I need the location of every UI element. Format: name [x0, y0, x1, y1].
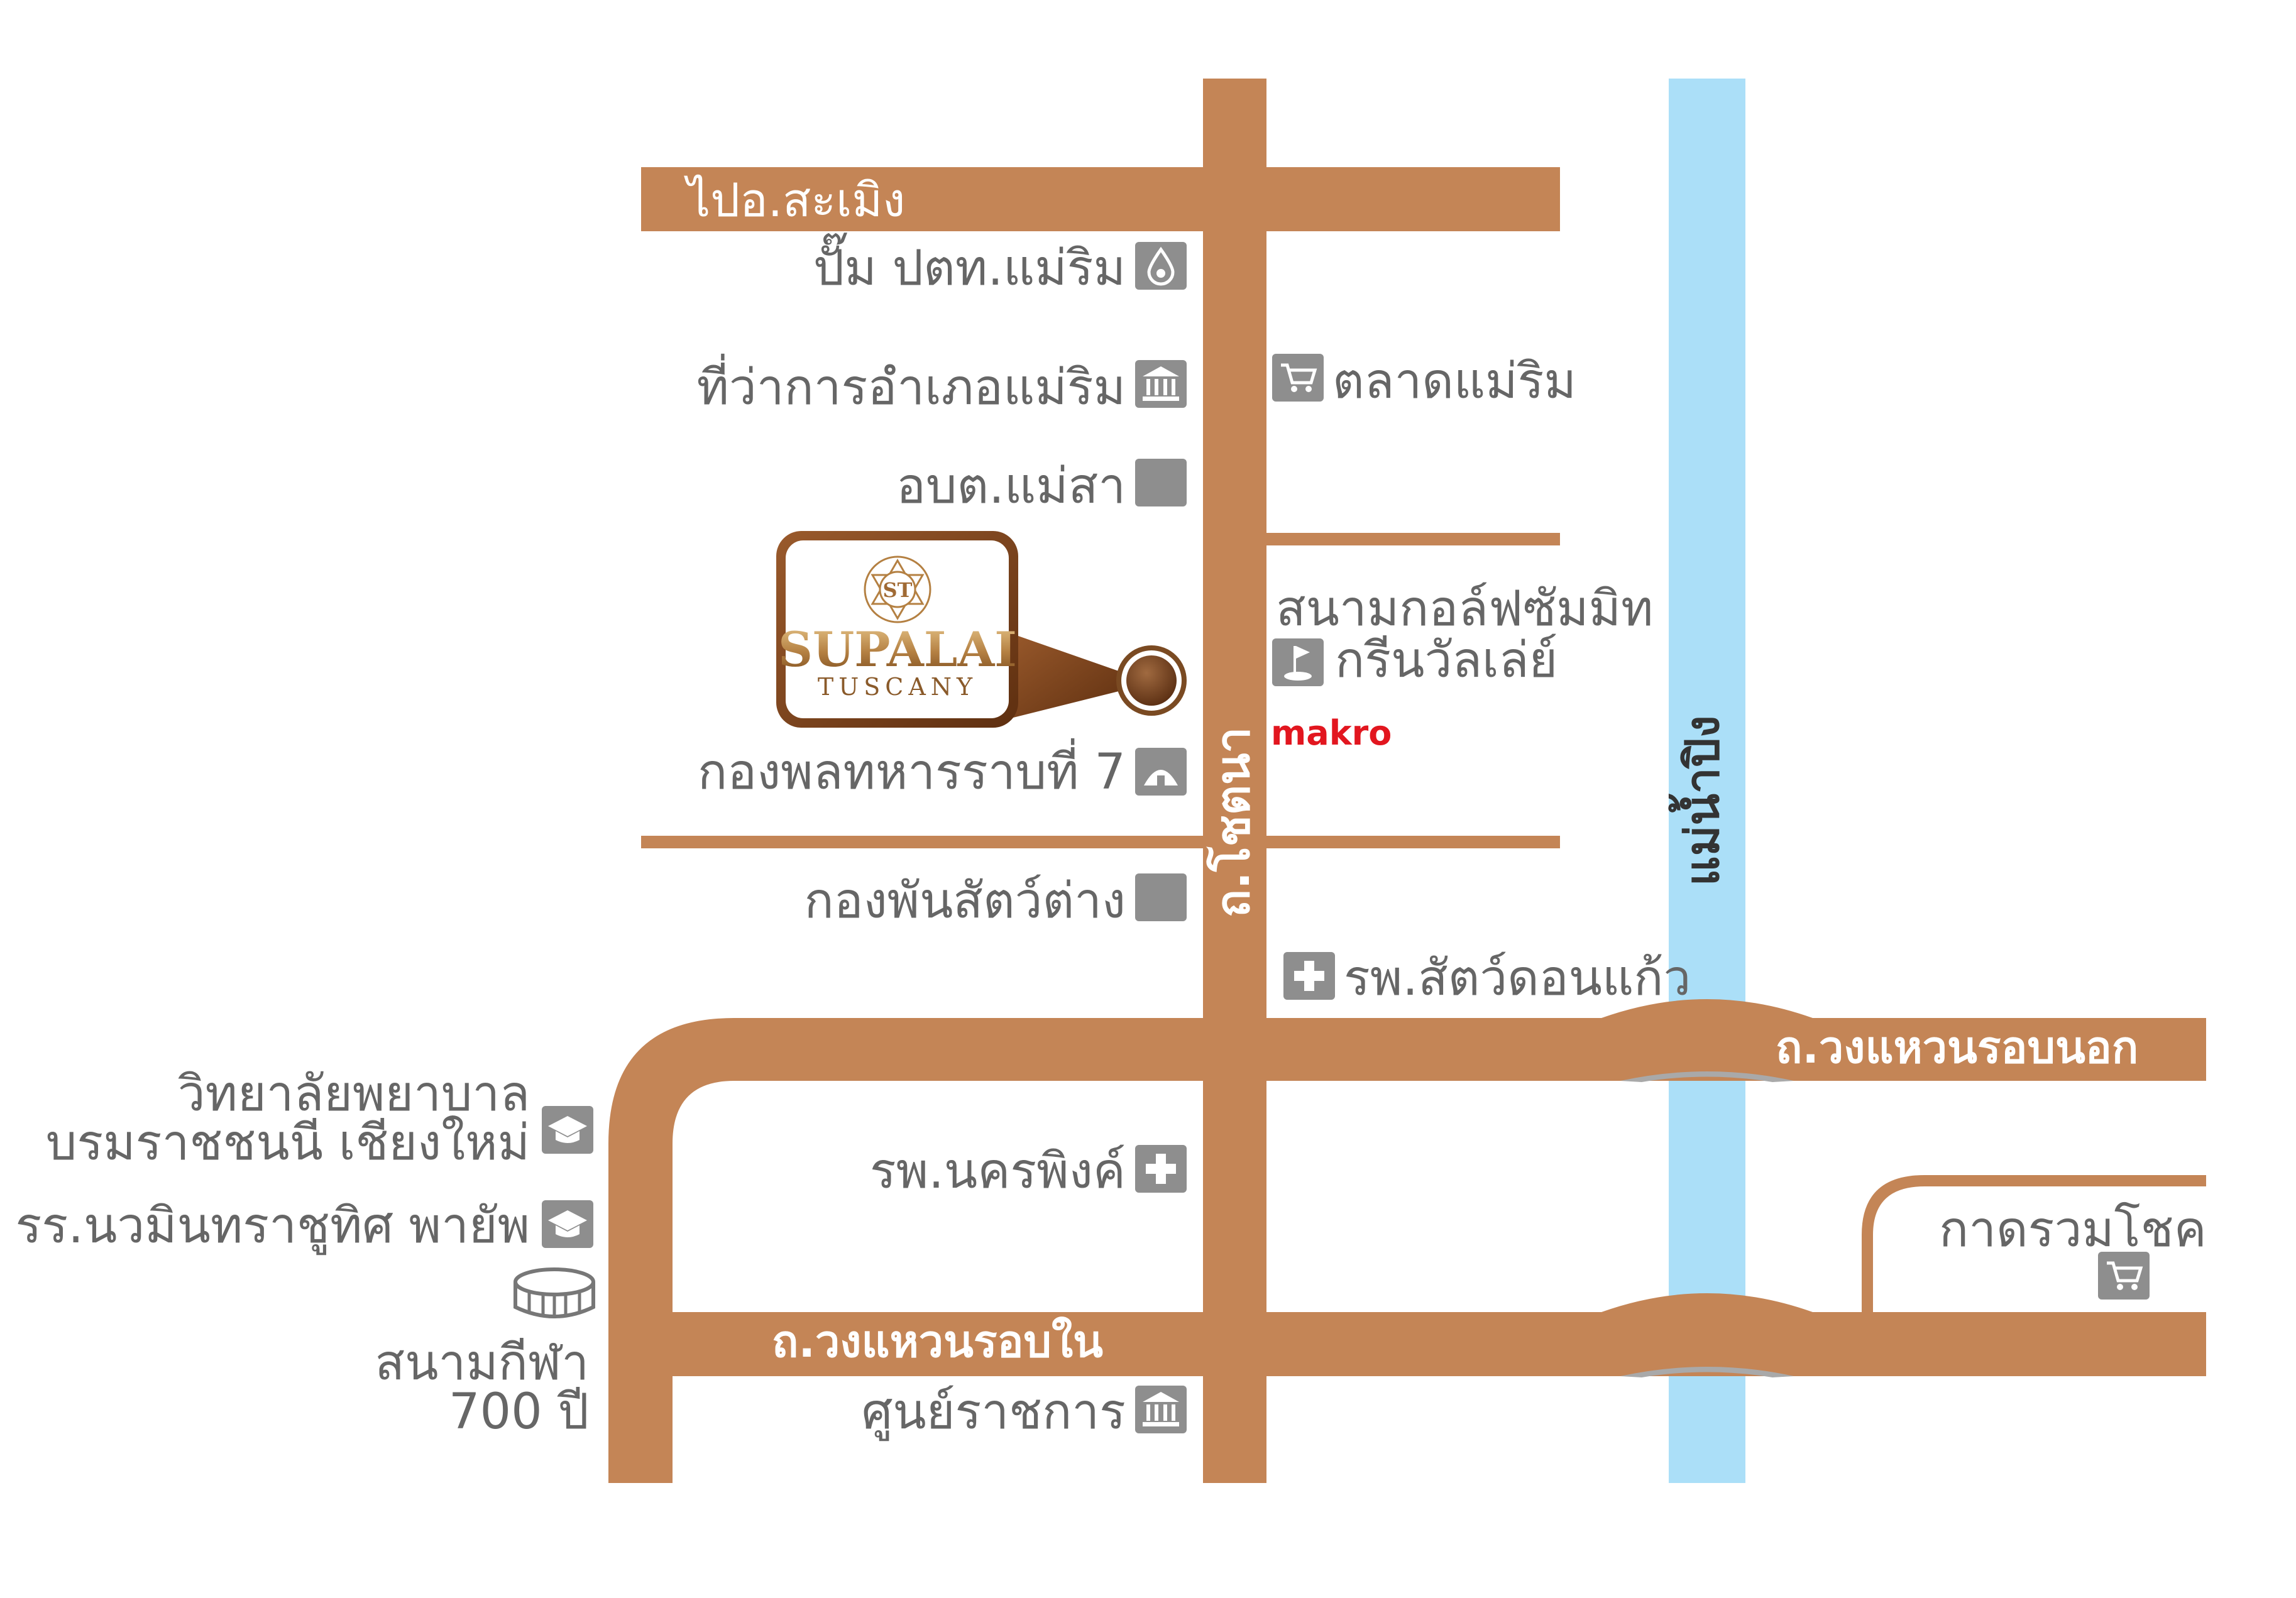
label-army-camp: กองพลทหารราบที่ 7: [698, 744, 1126, 801]
stadium-icon: [510, 1263, 598, 1323]
river-label-ping: แม่น้ำปิง: [1676, 715, 1730, 886]
bridge-inner-shadow: [1620, 1367, 1794, 1377]
supalai-emblem-icon: [864, 555, 931, 623]
government-building-icon: [1135, 1386, 1187, 1433]
side-road-golf: [1266, 533, 1560, 545]
bridge-outer-ring: [1601, 999, 1813, 1081]
bridge-inner-ring: [1601, 1293, 1813, 1376]
square-icon: [1135, 873, 1187, 921]
label-stadium-line2: 700 ปี: [448, 1384, 589, 1440]
road-label-inner-ring: ถ.วงแหวนรอบใน: [772, 1316, 1103, 1367]
bridge-outer-shadow: [1620, 1071, 1794, 1082]
label-prince-royal-school: รร.นวมินทราชูทิศ พายัพ: [15, 1198, 530, 1254]
label-animal-unit: กองพันสัตว์ต่าง: [804, 873, 1126, 929]
label-government-center: ศูนย์ราชการ: [861, 1384, 1126, 1440]
road-outer-ring: [608, 1018, 2206, 1483]
road-label-to-samoeng: ไปอ.สะเมิง: [687, 173, 906, 227]
side-road-army: [641, 836, 1560, 848]
makro-logo: makro: [1271, 713, 1392, 753]
road-label-chotana: ถ.โชตนา: [1206, 726, 1260, 917]
logo-name-line1: SUPALAI: [778, 621, 1017, 677]
label-nursing-college-line1: วิทยาลัยพยาบาล: [177, 1066, 530, 1122]
label-ptt-station: ปั๊ม ปตท.แม่ริม: [813, 240, 1126, 297]
road-label-outer-ring: ถ.วงแหวนรอบนอก: [1776, 1022, 2139, 1073]
label-sao-maesa: อบต.แม่สา: [896, 458, 1126, 515]
road-to-samoeng: [641, 167, 1560, 231]
graduation-cap-icon: [542, 1200, 593, 1248]
road-inner-ring: [673, 1312, 2206, 1376]
label-stadium-line1: สนามกีฬา: [375, 1335, 590, 1391]
fuel-drop-icon: [1135, 242, 1187, 290]
label-vet-hospital: รพ.สัตว์ดอนแก้ว: [1344, 950, 1691, 1007]
hospital-cross-icon: [1135, 1145, 1187, 1193]
label-golf-line2: กรีนวัลเล่ย์: [1335, 632, 1558, 689]
label-golf-line1: สนามกอล์ฟซัมมิท: [1276, 581, 1654, 637]
project-location-dot: [1126, 655, 1177, 706]
shopping-cart-icon: [2098, 1252, 2150, 1300]
golf-flag-icon: [1272, 638, 1324, 686]
label-kad-ruam-chok: กาดรวมโชค: [1939, 1201, 2207, 1258]
project-logo-card: [786, 540, 1009, 718]
shopping-cart-icon: [1272, 354, 1324, 402]
ping-river: [1669, 79, 1745, 1483]
label-nakornping-hospital: รพ.นครพิงค์: [869, 1143, 1126, 1200]
callout-pointer: [1006, 632, 1131, 720]
logo-name-line2: TUSCANY: [818, 673, 977, 701]
label-nursing-college-line2: บรมราชชนนี เชียงใหม่: [45, 1115, 530, 1171]
square-icon: [1135, 459, 1187, 506]
hospital-cross-icon: [1283, 952, 1335, 1000]
logo-initials: ST: [883, 578, 913, 602]
road-chotana: [1203, 79, 1266, 1483]
label-mae-rim-market: ตลาดแม่ริม: [1332, 353, 1576, 410]
label-district-office: ที่ว่าการอำเภอแม่ริม: [696, 359, 1126, 416]
road-kad-ruam-chok: [1862, 1175, 2206, 1312]
army-camp-icon: [1135, 748, 1187, 796]
government-building-icon: [1135, 360, 1187, 408]
graduation-cap-icon: [542, 1106, 593, 1154]
